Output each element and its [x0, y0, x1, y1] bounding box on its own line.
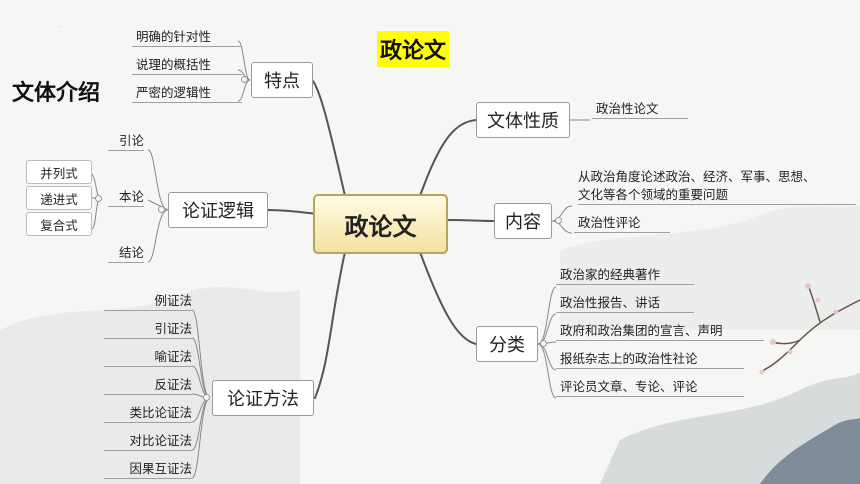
watermark-dot: .	[60, 22, 62, 29]
collapse-dot[interactable]	[555, 217, 562, 224]
branch-category[interactable]: 分类	[476, 326, 538, 362]
leaf-logic: 本论	[108, 188, 144, 207]
leaf-category: 评论员文章、专论、评论	[556, 378, 744, 397]
collapse-dot[interactable]	[158, 206, 165, 213]
leaf-method: 反证法	[104, 376, 192, 395]
branch-content[interactable]: 内容	[494, 203, 552, 239]
leaf-category: 政治性报告、讲话	[556, 294, 694, 313]
collapse-dot[interactable]	[241, 76, 248, 83]
leaf-structure: 复合式	[26, 212, 92, 236]
leaf-category: 政治家的经典著作	[556, 266, 694, 285]
leaf-method: 因果互证法	[104, 460, 192, 479]
mountain-bg	[560, 205, 860, 330]
leaf-content-line1: 从政治角度论述政治、经济、军事、思想、	[578, 169, 816, 184]
leaf-method: 类比论证法	[104, 404, 192, 423]
leaf-logic: 引论	[108, 132, 144, 151]
branch-methods[interactable]: 论证方法	[212, 380, 314, 416]
mountain-bg	[0, 286, 300, 484]
leaf-category: 报纸杂志上的政治性社论	[556, 350, 744, 369]
leaf-feature: 说理的概括性	[132, 56, 242, 75]
collapse-dot[interactable]	[203, 394, 210, 401]
branch-features[interactable]: 特点	[251, 62, 313, 98]
plum-blossoms	[759, 283, 839, 375]
collapse-dot[interactable]	[540, 340, 547, 347]
leaf-content: 政治性评论	[574, 214, 670, 233]
leaf-structure: 并列式	[26, 160, 92, 184]
mountain-bg	[760, 418, 860, 484]
leaf-method: 引证法	[104, 320, 192, 339]
leaf-content-line2: 文化等各个领域的重要问题	[578, 186, 856, 205]
branch-logic[interactable]: 论证逻辑	[168, 192, 268, 228]
leaf-feature: 严密的逻辑性	[132, 84, 242, 103]
leaf-method: 对比论证法	[104, 432, 192, 451]
page-title: 政论文	[377, 31, 450, 67]
leaf-method: 喻证法	[104, 348, 192, 367]
leaf-method: 例证法	[104, 292, 192, 311]
leaf-feature: 明确的针对性	[132, 28, 242, 47]
leaf-category: 政府和政治集团的宣言、声明	[556, 322, 764, 341]
leaf-logic: 结论	[108, 244, 144, 263]
leaf-structure: 递进式	[26, 186, 92, 210]
section-intro-label: 文体介绍	[12, 81, 101, 106]
collapse-dot[interactable]	[95, 195, 102, 202]
central-topic[interactable]: 政论文	[313, 194, 448, 254]
branch-nature[interactable]: 文体性质	[476, 102, 570, 138]
leaf-nature: 政治性论文	[592, 100, 688, 119]
